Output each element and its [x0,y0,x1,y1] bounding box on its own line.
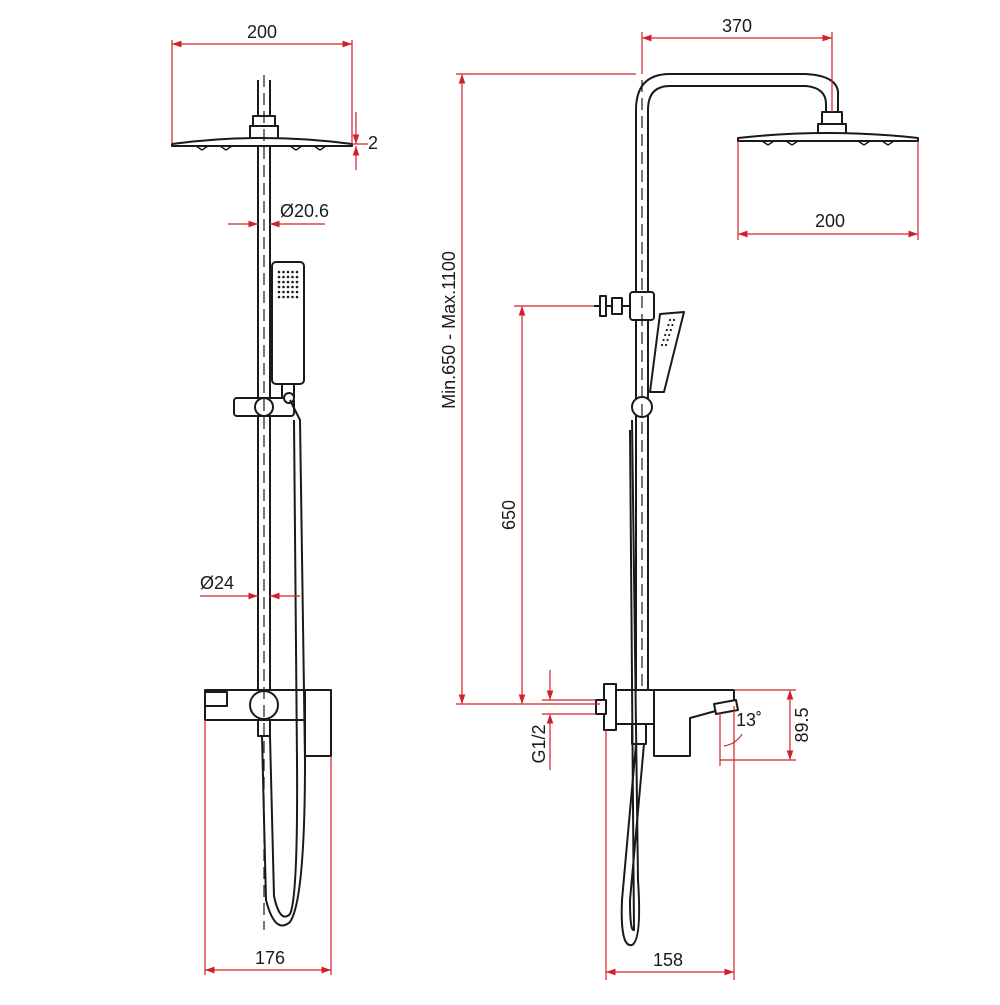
side-view [594,73,919,947]
hand-shower-nozzle [286,285,290,289]
hand-shower-nozzle [286,295,290,299]
hand-shower-nozzle [277,295,281,299]
hand-shower-nozzle [282,290,285,294]
side-spout-angle-label: 13˚ [736,710,762,730]
side-height-range-label: Min.650 - Max.1100 [439,251,459,409]
side-arm-reach-label: 370 [722,16,752,36]
hand-shower-nozzle [664,343,668,347]
hand-shower-nozzle [286,270,290,274]
hand-shower-nozzle [277,285,281,289]
hand-shower-nozzle [295,275,299,279]
hand-shower-nozzle [282,295,285,299]
hand-shower-nozzle [282,270,285,274]
hand-shower-nozzle [291,285,294,289]
hand-shower-nozzle [291,290,294,294]
hand-shower-nozzle [664,333,667,337]
front-base-width-label: 176 [255,948,285,968]
hand-shower-nozzle [295,280,299,284]
side-holder-height-label: 650 [499,500,519,530]
hand-shower-nozzle [277,270,281,274]
hand-shower-nozzle [668,333,671,337]
hand-shower-nozzle [286,290,290,294]
side-hose-outlet [631,723,647,745]
side-hose [620,419,641,947]
hand-shower-nozzle [291,295,294,299]
side-base-depth-label: 158 [653,950,683,970]
hand-shower-nozzle [277,280,281,284]
side-spout-angle-arc [723,733,743,747]
front-arm-diameter-label: Ø20.6 [280,201,329,221]
front-spout [204,691,228,707]
front-hose-swivel [283,392,295,404]
hand-shower-nozzle [286,280,290,284]
front-head-thickness-label: 2 [368,133,378,153]
side-mixer-handle [653,689,735,757]
hand-shower-nozzle [295,285,299,289]
side-head-width-label: 200 [815,211,845,231]
hand-shower-nozzle [660,343,664,347]
hand-shower-nozzle [282,280,285,284]
front-mixer-handle [304,689,332,757]
side-spout [713,699,739,715]
hand-shower-nozzle [291,275,294,279]
hand-shower-nozzle [672,318,676,322]
hand-shower-nozzle [667,323,670,327]
front-arm-stub [257,80,271,118]
hand-shower-nozzle [277,275,281,279]
hand-shower-nozzle [282,285,285,289]
front-head-nozzles [195,145,327,151]
front-head-width-label: 200 [247,22,277,42]
hand-shower-nozzle [666,338,669,342]
hand-shower-nozzle [662,338,665,342]
side-hand-shower-nozzles [660,318,676,347]
front-hose [261,399,307,927]
side-inlet [595,699,607,715]
hand-shower-nozzle [291,270,294,274]
hand-shower-nozzle [286,275,290,279]
hand-shower-nozzle [665,328,668,332]
front-dimensions: 200 2 Ø20.6 Ø24 176 [171,22,378,975]
front-rain-head [171,137,353,147]
hand-shower-nozzle [282,275,285,279]
side-wall-plug [599,295,607,317]
side-head-nozzles [761,140,895,146]
side-rain-head [737,132,919,142]
hand-shower-nozzle [668,318,672,322]
side-arm-nut [821,111,843,125]
front-hand-shower [271,261,305,385]
side-mixer-body [613,689,655,725]
front-pipe-diameter-label: Ø24 [200,573,234,593]
side-hand-shower [649,311,685,393]
hand-shower-nozzle [295,295,299,299]
side-dimensions: 370 200 Min.650 - Max.1100 650 G1/2 89.5… [439,16,919,980]
side-bracket-nut [611,297,623,315]
front-hand-shower-nozzles [277,270,299,299]
side-spout-height-label: 89.5 [792,707,812,742]
side-hose-inner [628,429,645,932]
front-hose-inner [269,419,299,918]
hand-shower-nozzle [277,290,281,294]
hand-shower-nozzle [295,270,299,274]
hand-shower-nozzle [671,323,674,327]
hand-shower-nozzle [295,290,299,294]
side-inlet-thread-label: G1/2 [529,724,549,763]
hand-shower-nozzle [669,328,672,332]
hand-shower-nozzle [291,280,294,284]
side-riser-arm-inner [647,85,827,690]
